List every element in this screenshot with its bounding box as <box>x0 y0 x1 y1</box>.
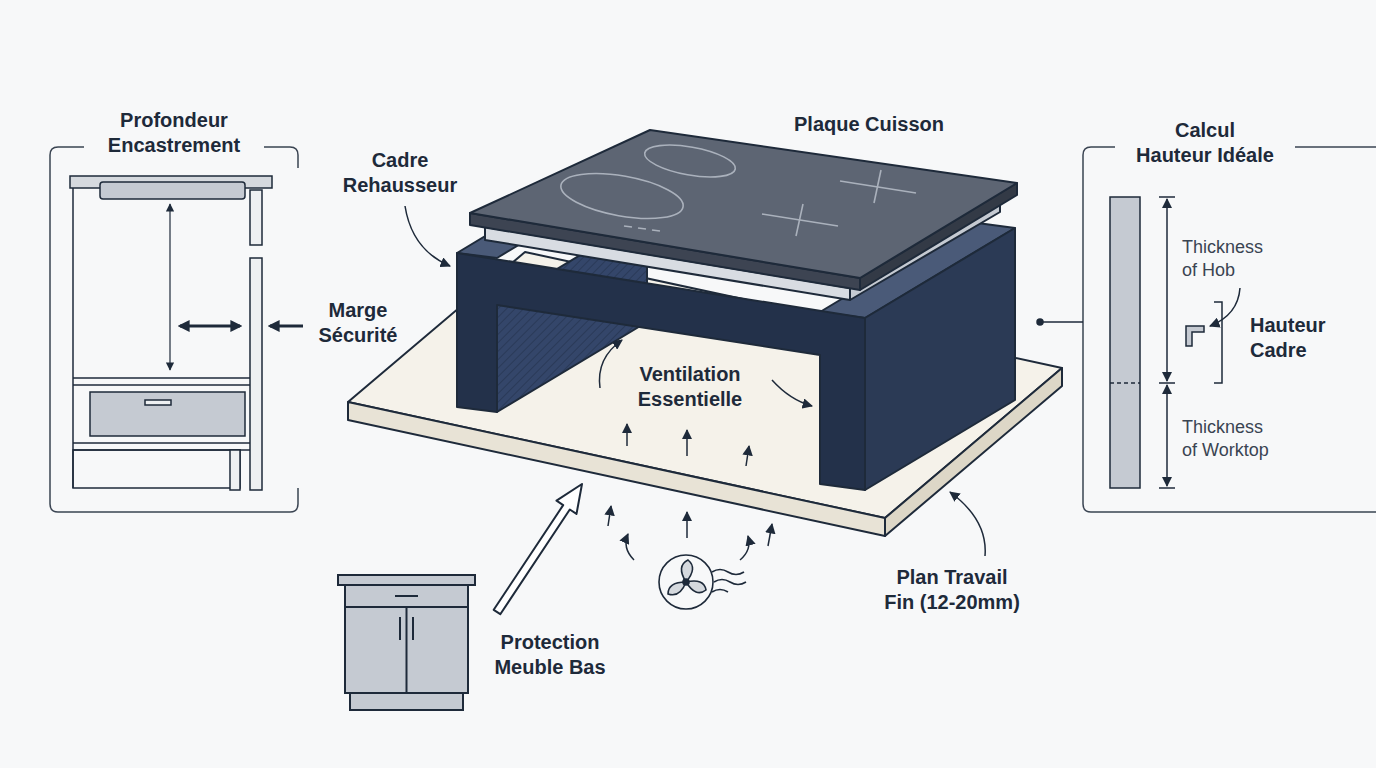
info-panel: Calcul Hauteur IdéaleThickness of HobHau… <box>1083 108 1376 512</box>
cabinet-icon <box>350 693 463 710</box>
part-label: Cadre Rehausseur <box>330 148 470 198</box>
airflow-arrow <box>608 506 611 526</box>
cabinet-section <box>250 190 262 245</box>
fan-icon <box>712 570 744 575</box>
hob-zones <box>874 170 881 203</box>
hob <box>470 130 1017 278</box>
hob <box>470 130 1017 300</box>
hob-zones <box>557 139 916 236</box>
panel-outline <box>1083 147 1376 512</box>
airflow-arrow <box>599 340 812 560</box>
hob-zones <box>624 226 632 227</box>
dimension-label: Thickness of Hob <box>1182 236 1302 281</box>
airflow-arrow <box>746 446 749 466</box>
panel-outline <box>50 147 298 512</box>
airflow-arrow <box>772 380 812 406</box>
part-label: Plan Travail Fin (12-20mm) <box>852 565 1052 615</box>
callout-label: Marge Sécurité <box>308 298 408 348</box>
height-gauge <box>1166 385 1168 486</box>
cabinet-icon <box>338 575 475 710</box>
airflow-arrow <box>626 534 634 560</box>
height-gauge <box>1110 197 1140 488</box>
leader-line <box>1037 319 1043 325</box>
panel-outline <box>1290 146 1376 148</box>
airflow-arrow <box>686 430 688 456</box>
fan-icon <box>659 555 713 609</box>
panel-heading: Calcul Hauteur Idéale <box>1115 118 1295 168</box>
airflow-arrow <box>740 536 749 560</box>
fan-icon <box>659 555 746 609</box>
cabinet-section <box>73 384 250 386</box>
part-label: Plaque Cuisson <box>769 112 969 137</box>
hob-zones <box>557 166 686 227</box>
leader-line <box>950 492 985 556</box>
fan-icon <box>683 579 689 585</box>
cabinet-section <box>250 258 262 490</box>
airflow-arrow <box>768 524 772 546</box>
hob-zones <box>652 230 660 231</box>
cabinet-section <box>90 392 245 436</box>
note-label: Protection Meuble Bas <box>475 630 625 680</box>
cabinet-section <box>100 182 245 199</box>
height-gauge <box>1110 382 1140 384</box>
leader-line <box>1043 321 1083 323</box>
note-label: Ventilation Essentielle <box>615 362 765 412</box>
cabinet-icon <box>412 617 414 640</box>
cabinet-section <box>73 442 250 444</box>
cabinet-icon <box>395 595 418 597</box>
hob-zones <box>638 228 646 229</box>
height-gauge <box>1214 302 1222 383</box>
height-gauge <box>1210 288 1240 326</box>
airflow-arrow <box>626 424 628 446</box>
dimension-label: Hauteur Cadre <box>1250 313 1360 363</box>
info-panel: Profondeur Encastrement <box>50 108 298 512</box>
cabinet-icon <box>399 617 401 640</box>
cabinet-icon <box>338 575 475 585</box>
cabinet-section <box>230 450 240 490</box>
cabinet-section <box>73 450 240 488</box>
height-gauge <box>1159 382 1175 384</box>
cabinet-section <box>169 204 170 370</box>
cabinet-icon <box>345 585 468 693</box>
cabinet-section <box>145 400 171 405</box>
cabinet-section <box>180 325 240 328</box>
height-gauge <box>1186 326 1204 346</box>
hob-zones <box>642 139 737 183</box>
protection-arrow <box>494 484 582 614</box>
fan-icon <box>712 590 728 593</box>
cabinet-icon <box>406 607 408 693</box>
panel-heading: Profondeur Encastrement <box>84 108 264 158</box>
hob-zones <box>796 204 803 236</box>
height-gauge <box>1159 487 1175 489</box>
cabinet-section <box>70 176 303 490</box>
fan-icon <box>714 580 746 585</box>
cabinet-section <box>73 377 250 379</box>
worktop-slab <box>348 402 885 536</box>
height-gauge <box>1159 196 1175 198</box>
leader-line <box>405 206 1083 556</box>
cabinet-section <box>270 325 303 328</box>
leader-line <box>405 206 450 266</box>
dimension-label: Thickness of Worktop <box>1182 416 1302 461</box>
airflow-arrow <box>686 512 688 538</box>
height-gauge <box>1166 199 1168 381</box>
